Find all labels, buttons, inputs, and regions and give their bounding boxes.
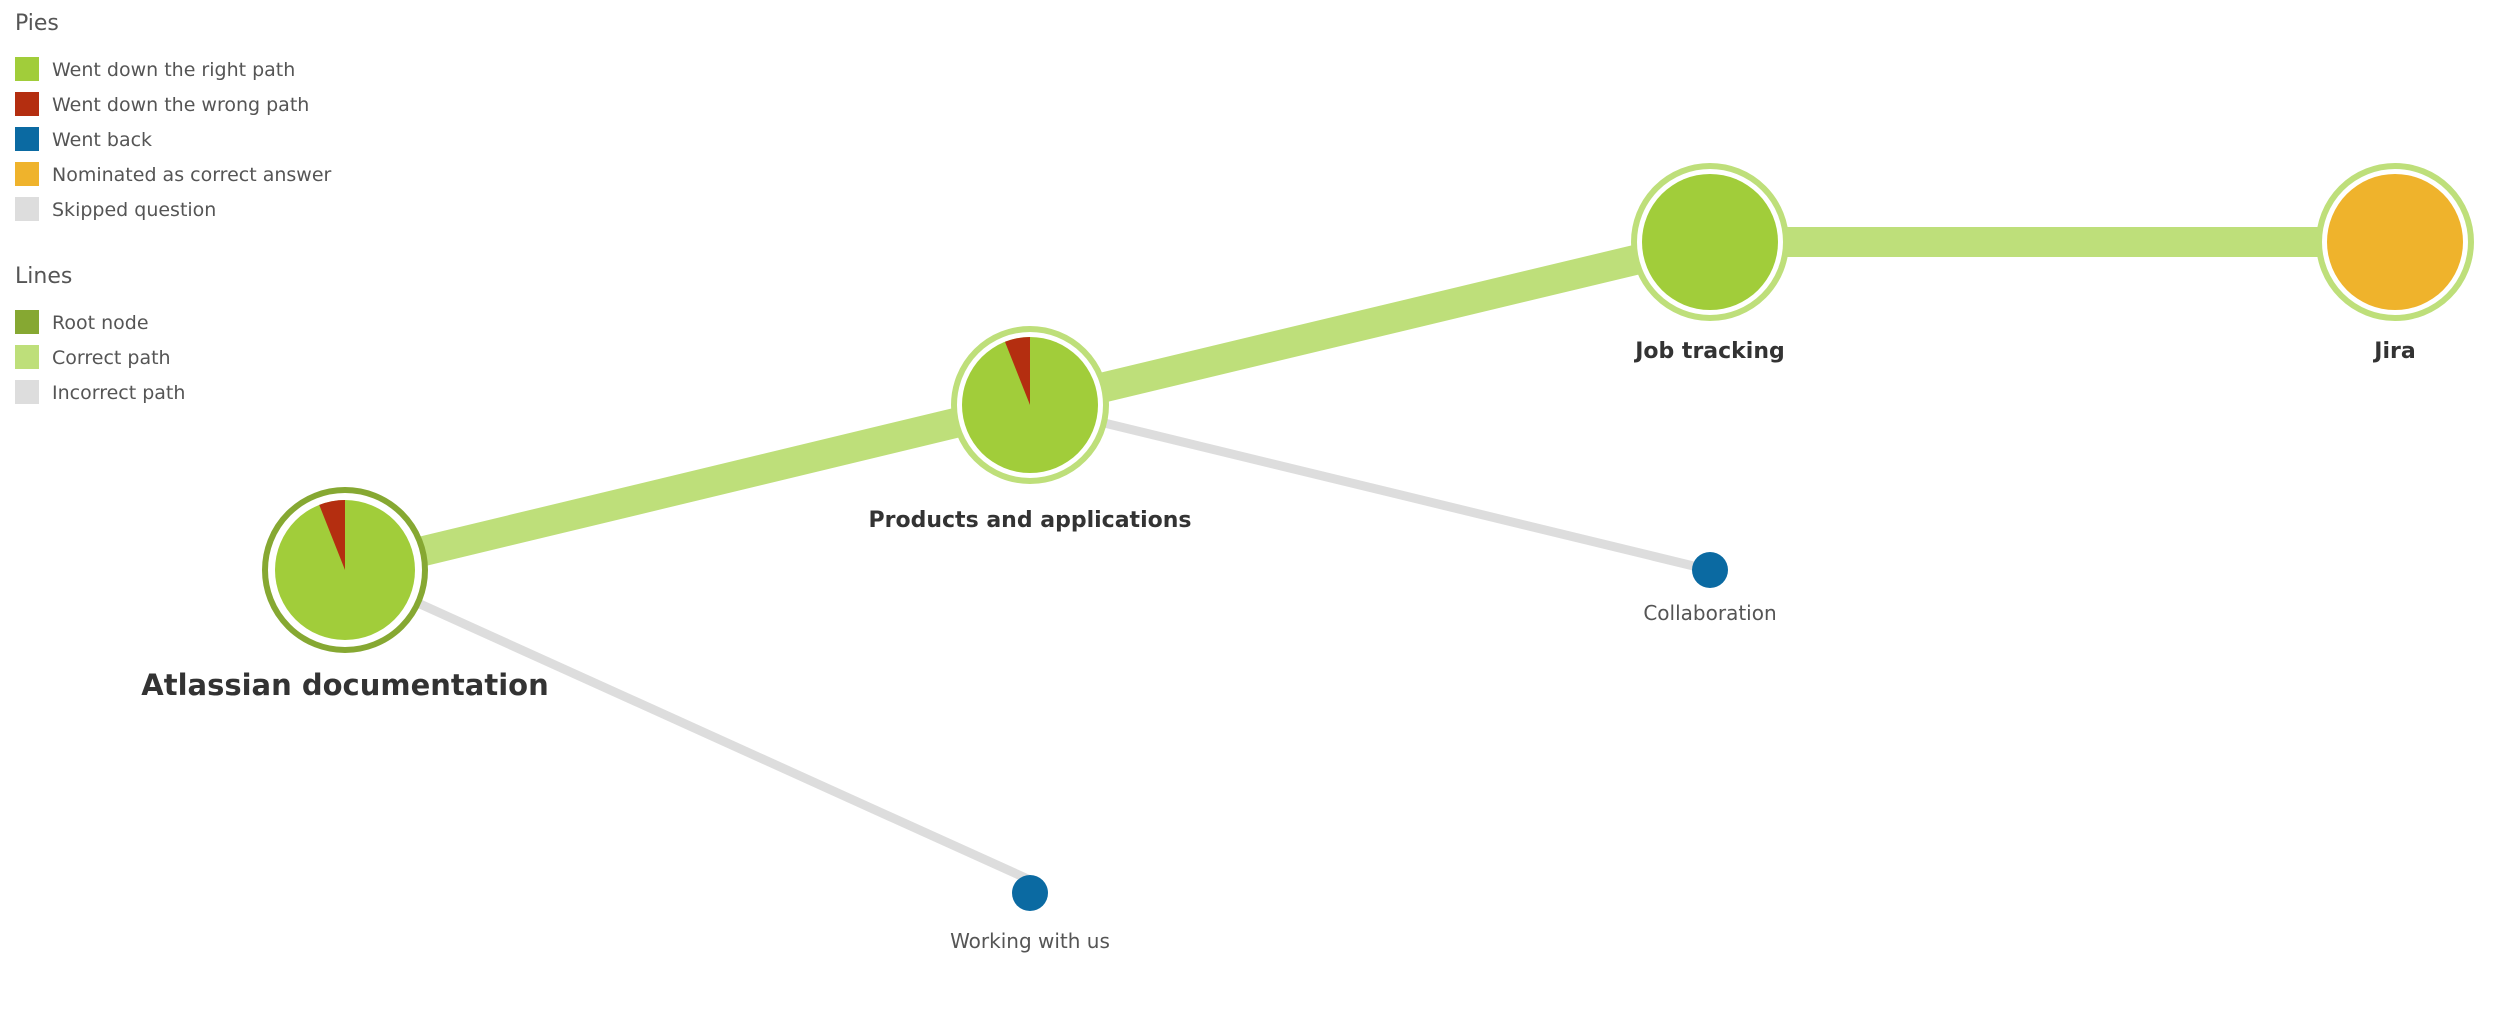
- incorrect-path-line: [1025, 400, 1715, 575]
- correct-path-line: [1026, 227, 1714, 420]
- legend-lines-title: Lines: [15, 264, 72, 289]
- node-label: Working with us: [950, 929, 1110, 953]
- node-label: Jira: [2372, 339, 2415, 364]
- legend-swatch: [15, 127, 39, 151]
- legend-label: Skipped question: [52, 199, 216, 221]
- pie-wrong-path: [1004, 337, 1030, 405]
- legend-swatch: [15, 57, 39, 81]
- legend-swatch: [15, 197, 39, 221]
- legend-swatch: [15, 345, 39, 369]
- legend-label: Went down the wrong path: [52, 94, 309, 116]
- node-job-tracking[interactable]: Job tracking: [1631, 163, 1789, 364]
- node-jira[interactable]: Jira: [2316, 163, 2474, 364]
- node-atlassian-documentation[interactable]: Atlassian documentation: [141, 487, 549, 702]
- connectors: [340, 227, 2395, 885]
- node-products-and-applications[interactable]: Products and applications: [869, 326, 1192, 533]
- legend-item: Went down the right path: [15, 57, 295, 81]
- pie-wrong-path: [319, 500, 345, 570]
- node-label: Collaboration: [1643, 601, 1776, 625]
- legend-item: Went back: [15, 127, 152, 151]
- legend-pies-title: Pies: [15, 11, 59, 36]
- legend-label: Went down the right path: [52, 59, 295, 81]
- pie-nominated: [2327, 174, 2463, 310]
- legend-swatch: [15, 310, 39, 334]
- legend-item: Correct path: [15, 345, 171, 369]
- node-label: Job tracking: [1633, 339, 1785, 364]
- pie-right-path: [1642, 174, 1778, 310]
- legend-swatch: [15, 92, 39, 116]
- node-collaboration[interactable]: Collaboration: [1643, 552, 1777, 625]
- node-label: Products and applications: [869, 508, 1192, 533]
- legend-label: Nominated as correct answer: [52, 164, 332, 186]
- legend-item: Went down the wrong path: [15, 92, 309, 116]
- legend-item: Skipped question: [15, 197, 216, 221]
- went-back-dot: [1012, 875, 1048, 911]
- incorrect-path-line: [340, 565, 1035, 885]
- legend-label: Went back: [52, 129, 152, 151]
- legend-item: Root node: [15, 310, 149, 334]
- node-working-with-us[interactable]: Working with us: [950, 875, 1110, 953]
- legend-label: Correct path: [52, 347, 171, 369]
- legend-label: Root node: [52, 312, 149, 334]
- correct-path-line: [341, 390, 1034, 585]
- node-label: Atlassian documentation: [141, 668, 548, 702]
- went-back-dot: [1692, 552, 1728, 588]
- legend-label: Incorrect path: [52, 382, 185, 404]
- legend-swatch: [15, 162, 39, 186]
- legend-swatch: [15, 380, 39, 404]
- legend-lines: Lines Root node Correct path Incorrect p…: [15, 264, 185, 404]
- legend-pies: Pies Went down the right path Went down …: [15, 11, 332, 221]
- legend-item: Incorrect path: [15, 380, 185, 404]
- legend-item: Nominated as correct answer: [15, 162, 332, 186]
